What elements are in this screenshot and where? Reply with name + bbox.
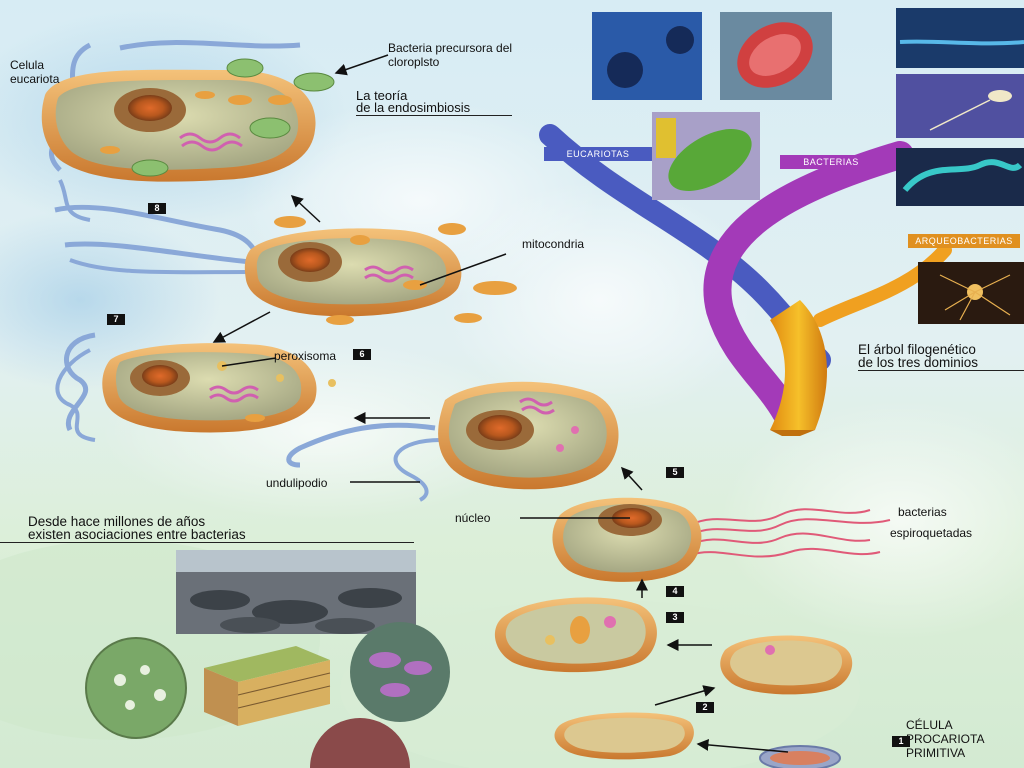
label-peroxisoma: peroxisoma [274, 349, 337, 363]
micrograph-cyan-bacteria [896, 148, 1024, 206]
heading-asociaciones-1: Desde hace millones de años [28, 514, 206, 529]
micrograph-blue-cells [592, 12, 702, 100]
step-number-4: 4 [666, 586, 684, 597]
step-number-1: 1 [892, 736, 910, 747]
banner-bacterias: BACTERIAS [780, 155, 882, 169]
label-mitocondria: mitocondria [522, 237, 585, 251]
label-undulipodio: undulipodio [266, 476, 328, 490]
label-bacteria-precursora: Bacteria precursora del cloroplsto [388, 41, 513, 69]
heading-arbol-2: de los tres dominios [858, 355, 1024, 371]
photo-microbial-mat-circle [85, 637, 187, 739]
step-number-5: 5 [666, 467, 684, 478]
label-nucleo: núcleo [455, 511, 491, 525]
banner-eucariotas: EUCARIOTAS [544, 147, 652, 161]
label-bacterias: bacterias [898, 505, 947, 519]
cell-stage-3 [494, 597, 657, 673]
step-number-8: 8 [148, 203, 166, 214]
banner-arqueobacterias: ARQUEOBACTERIAS [908, 234, 1020, 248]
photo-sediment-block [204, 646, 331, 726]
cell-stage-7 [54, 204, 517, 325]
heading-endosimbiosis-1: La teoría [356, 88, 408, 103]
cell-stage-5 [286, 381, 619, 502]
cell-stage-6 [55, 332, 336, 442]
cell-stage-4 [552, 497, 891, 582]
cell-stage-8 [41, 40, 335, 222]
step-number-3: 3 [666, 612, 684, 623]
micrograph-mitochondrion [720, 12, 832, 100]
phylogenetic-tree [539, 124, 952, 436]
micrograph-flagellate [896, 74, 1024, 138]
micrograph-bacteria-strand [896, 8, 1024, 68]
label-celula-eucariota: Celula eucariota [10, 58, 60, 86]
heading-asociaciones-2: existen asociaciones entre bacterias [0, 527, 414, 543]
label-espiroquetadas: espiroquetadas [890, 526, 973, 540]
step-number-2: 2 [696, 702, 714, 713]
photo-stromatolites [176, 550, 416, 634]
photo-cells-circle [350, 622, 450, 722]
heading-endosimbiosis-2: de la endosimbiosis [356, 100, 512, 116]
cell-stage-2 [720, 635, 853, 695]
micrograph-chloroplast [652, 112, 760, 200]
micrograph-archaea [918, 262, 1024, 324]
arrows [212, 54, 789, 753]
step-number-6: 6 [353, 349, 371, 360]
heading-arbol-1: El árbol filogenético [858, 342, 976, 357]
step-number-7: 7 [107, 314, 125, 325]
cell-stage-1 [554, 712, 841, 768]
label-celula-procariota: CÉLULA PROCARIOTA PRIMITIVA [906, 718, 985, 760]
photo-partial-circle [310, 718, 410, 768]
